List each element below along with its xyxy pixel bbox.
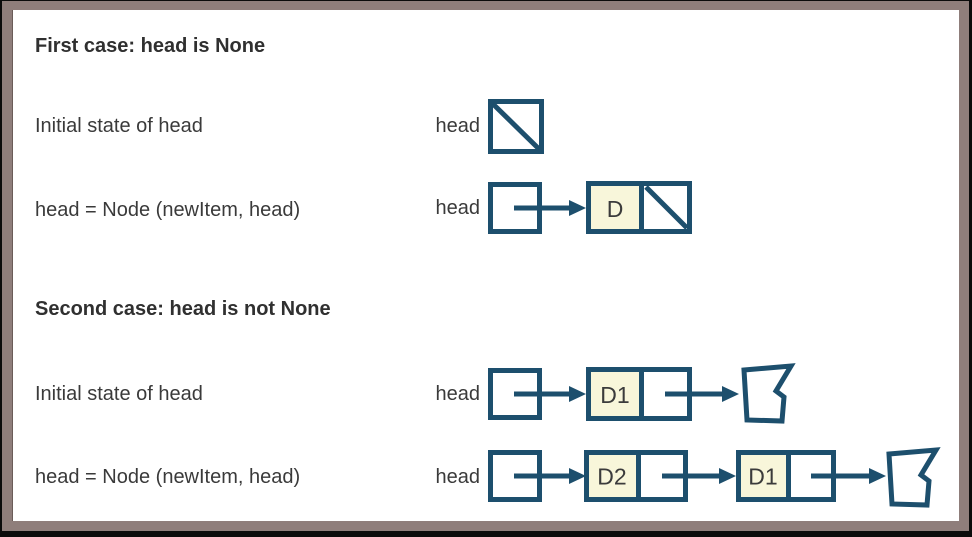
s1r2-head-var-label: head (435, 197, 481, 219)
node-data-value: D1 (748, 464, 777, 490)
s1r1-head-var-label: head (435, 115, 481, 137)
s2r1-head-var-label: head (435, 383, 481, 405)
s2r2-head-var-label: head (435, 466, 481, 488)
node-data-value: D (607, 196, 624, 222)
node-box: D1 (586, 367, 692, 421)
node-box: D2 (584, 450, 688, 502)
figure-background (12, 10, 959, 521)
node-data-value: D2 (597, 464, 626, 490)
section1-title: First case: head is None (35, 35, 266, 57)
node-box: D (586, 181, 692, 234)
null-slash-icon (644, 185, 689, 230)
node-data-value: D1 (600, 382, 629, 408)
section2-title: Second case: head is not None (35, 298, 331, 320)
arrow-icon (662, 468, 736, 484)
s2r1-list-diagram: D1 (488, 363, 796, 424)
null-slash-box-icon (488, 99, 544, 154)
rest-of-list-torn-shape-icon (741, 363, 796, 424)
arrow-icon (514, 386, 586, 402)
rest-of-list-torn-shape-icon (886, 447, 941, 508)
arrow-icon (514, 200, 586, 216)
s1r2-label: head = Node (newItem, head) (35, 199, 301, 221)
s2r1-label: Initial state of head (35, 383, 203, 405)
s1r1-null-head-diagram (488, 99, 544, 154)
s2r2-label: head = Node (newItem, head) (35, 466, 301, 488)
arrow-icon (514, 468, 586, 484)
arrow-icon (665, 386, 739, 402)
arrow-icon (811, 468, 886, 484)
s1r2-list-diagram: D (488, 181, 692, 234)
s1r1-label: Initial state of head (35, 115, 203, 137)
s2r2-list-diagram: D2 D1 (488, 447, 941, 508)
